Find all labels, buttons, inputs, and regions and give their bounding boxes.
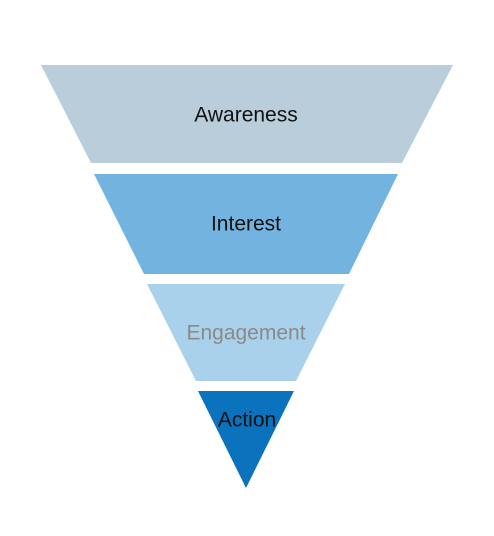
stage-engagement-shape xyxy=(147,284,345,381)
stage-action-shape xyxy=(198,391,294,488)
stage-interest-label: Interest xyxy=(211,213,281,236)
stage-interest-shape xyxy=(94,174,398,274)
stage-action: Action xyxy=(198,391,294,488)
stage-action-label: Action xyxy=(218,409,276,432)
stage-awareness: Awareness xyxy=(41,65,453,163)
stage-awareness-label: Awareness xyxy=(194,104,298,127)
stage-engagement-label: Engagement xyxy=(186,322,305,345)
stage-interest: Interest xyxy=(94,174,398,274)
stage-awareness-shape xyxy=(41,65,453,163)
stage-engagement: Engagement xyxy=(147,284,345,381)
